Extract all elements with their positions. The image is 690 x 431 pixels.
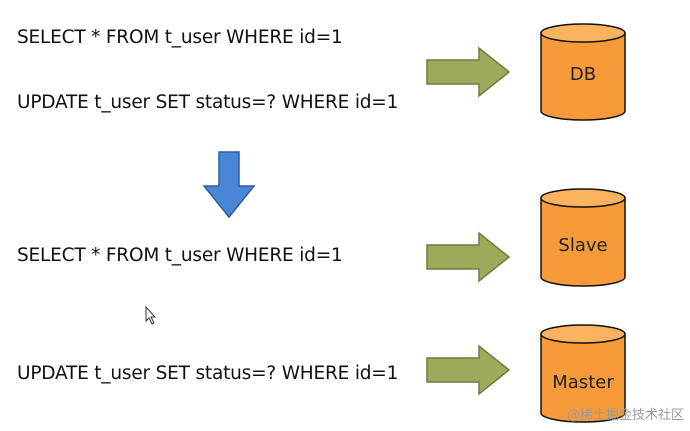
down-arrow-icon xyxy=(202,151,256,219)
update-statement-top: UPDATE t_user SET status=? WHERE id=1 xyxy=(17,92,399,113)
database-cylinder-icon xyxy=(540,324,626,423)
master-db-label: Master xyxy=(552,372,614,393)
right-arrow-icon xyxy=(426,46,511,98)
mouse-cursor-icon xyxy=(145,305,157,325)
db-label: DB xyxy=(569,64,597,85)
slave-db-label: Slave xyxy=(558,235,608,256)
update-statement-bottom: UPDATE t_user SET status=? WHERE id=1 xyxy=(17,363,399,384)
database-cylinder-icon xyxy=(540,188,626,287)
right-arrow-icon xyxy=(426,231,511,283)
watermark: @稀土掘金技术社区 xyxy=(566,408,684,423)
right-arrow-icon xyxy=(426,344,511,396)
database-cylinder-icon xyxy=(540,23,626,121)
select-statement-top: SELECT * FROM t_user WHERE id=1 xyxy=(17,27,343,48)
select-statement-bottom: SELECT * FROM t_user WHERE id=1 xyxy=(17,245,343,266)
